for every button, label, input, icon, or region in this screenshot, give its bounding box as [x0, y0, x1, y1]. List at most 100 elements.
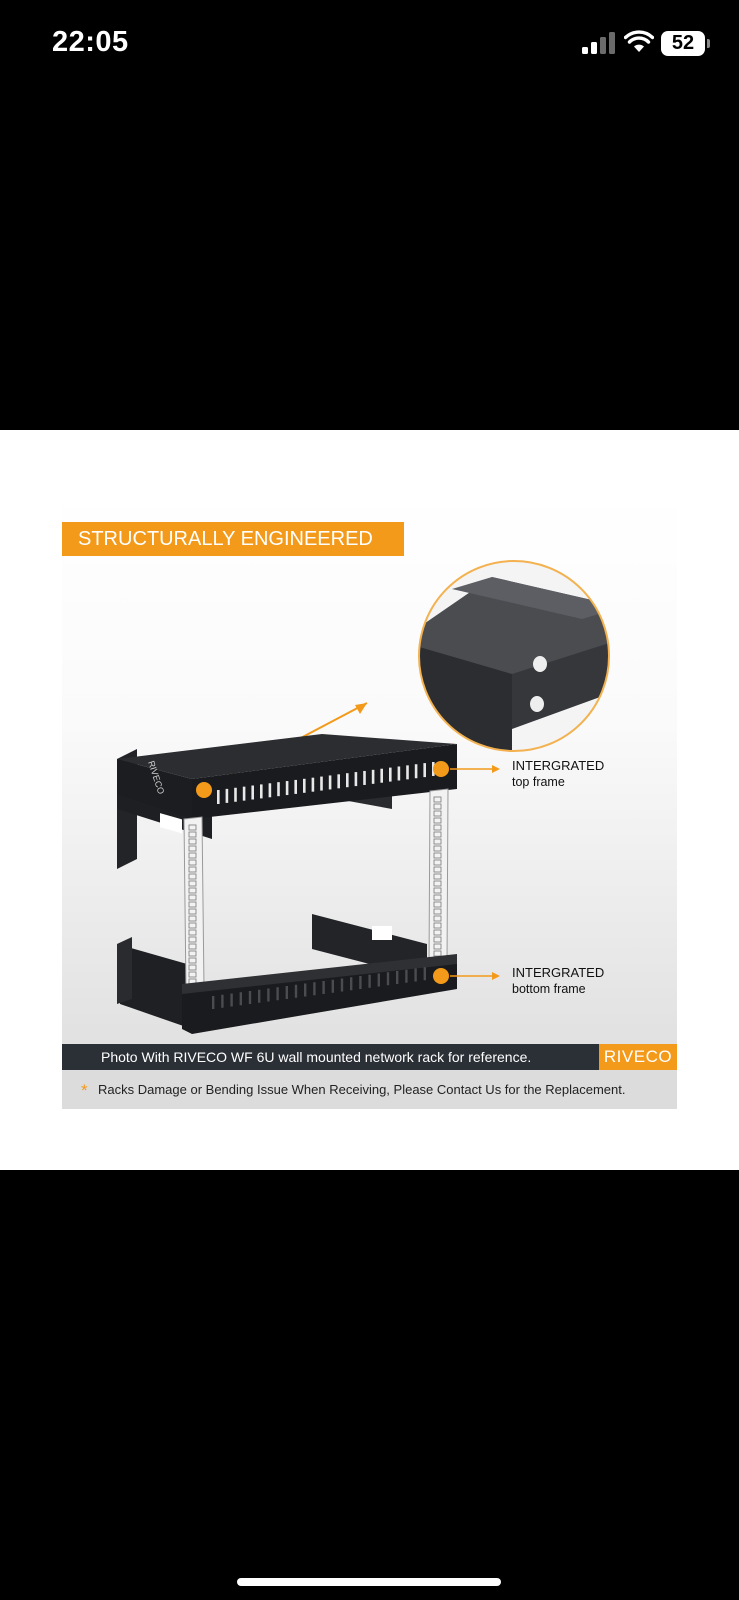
rail-hole	[433, 894, 442, 901]
rail-hole	[188, 845, 197, 852]
rail-hole	[188, 922, 197, 929]
vent-slot	[389, 767, 392, 782]
vent-slot	[267, 988, 270, 1002]
vent-slot	[217, 790, 220, 804]
vent-slot	[285, 781, 289, 796]
rail-hole	[188, 957, 197, 964]
wifi-icon	[624, 30, 654, 52]
notice-text: Racks Damage or Bending Issue When Recei…	[98, 1082, 626, 1097]
caption-bar: Photo With RIVECO WF 6U wall mounted net…	[62, 1044, 677, 1070]
vent-slot	[350, 977, 353, 991]
vent-slot	[380, 768, 383, 783]
caption-text: Photo With RIVECO WF 6U wall mounted net…	[101, 1049, 532, 1065]
rail-hole	[433, 838, 442, 845]
rail-hole	[188, 866, 197, 873]
product-image: RIVECO STRUCTURALLY ENGINEERED INTERGRAT…	[62, 489, 677, 1170]
rail-hole	[188, 887, 197, 894]
vent-slot	[268, 783, 272, 798]
rail-hole	[188, 901, 197, 908]
vent-slot	[251, 785, 254, 800]
rail-hole	[433, 901, 442, 908]
cellular-signal-icon	[582, 32, 615, 54]
vent-slot	[234, 787, 237, 802]
vent-slot	[230, 993, 233, 1007]
rail-hole	[433, 908, 442, 915]
rail-hole	[433, 915, 442, 922]
rail-hole	[188, 824, 197, 831]
vent-slot	[294, 984, 298, 998]
vent-slot	[303, 778, 306, 793]
vent-slot	[396, 971, 399, 984]
vent-slot	[239, 992, 242, 1006]
rail-hole	[188, 971, 197, 978]
rail-hole	[433, 922, 442, 929]
rail-hole	[188, 950, 197, 957]
vent-slot	[225, 788, 229, 803]
battery-icon	[707, 39, 710, 48]
rail-hole	[188, 873, 197, 880]
status-time: 22:05	[52, 26, 129, 58]
callout-subtitle: bottom frame	[512, 982, 586, 996]
vent-slot	[328, 775, 332, 790]
rail-hole	[188, 929, 197, 936]
vent-slot	[397, 766, 401, 781]
rail-hole	[188, 894, 197, 901]
vent-slot	[406, 765, 409, 780]
rail-hole	[433, 936, 442, 943]
rack-illustration: RIVECO	[117, 560, 610, 1034]
headline-banner: STRUCTURALLY ENGINEERED	[62, 522, 404, 556]
notice-bar: * Racks Damage or Bending Issue When Rec…	[62, 1070, 677, 1109]
vent-slot	[276, 987, 279, 1001]
rail-hole	[433, 810, 442, 817]
rail-hole	[188, 908, 197, 915]
rail-hole	[433, 950, 442, 957]
vent-slot	[405, 969, 408, 983]
bottom-frame-vents	[212, 967, 426, 1009]
callout-title: INTERGRATED	[512, 965, 605, 980]
vent-slot	[313, 982, 316, 996]
rail-holes	[188, 796, 442, 992]
vent-slot	[423, 967, 426, 981]
callout-subtitle: top frame	[512, 775, 565, 789]
callout-bottom-frame: INTERGRATED bottom frame	[512, 965, 604, 997]
battery-level: 52	[661, 31, 705, 56]
rail-hole	[188, 943, 197, 950]
asterisk-icon: *	[81, 1081, 88, 1100]
rail-hole	[433, 887, 442, 894]
rail-hole	[433, 817, 442, 824]
rail-hole	[188, 936, 197, 943]
vent-slot	[371, 769, 375, 784]
vent-slot	[294, 779, 297, 794]
vent-slot	[377, 973, 380, 987]
vent-slot	[277, 782, 280, 797]
home-indicator[interactable]	[237, 1578, 501, 1586]
vent-slot	[337, 774, 340, 789]
callout-title: INTERGRATED	[512, 758, 605, 773]
rail-hole	[433, 943, 442, 950]
rail-hole	[433, 880, 442, 887]
vent-slot	[340, 978, 344, 992]
vent-slot	[322, 981, 325, 994]
rail-hole	[433, 831, 442, 838]
vent-slot	[346, 773, 349, 788]
vent-slot	[285, 986, 288, 999]
vent-slot	[242, 786, 246, 801]
vent-slot	[386, 972, 390, 986]
vent-slot	[248, 991, 252, 1004]
image-viewer[interactable]: RIVECO STRUCTURALLY ENGINEERED INTERGRAT…	[0, 430, 739, 1170]
rail-hole	[433, 824, 442, 831]
rail-hole	[188, 880, 197, 887]
vent-slot	[331, 979, 334, 993]
rail-hole	[188, 964, 197, 971]
vent-slot	[414, 968, 417, 982]
status-bar: 22:05 52	[0, 0, 739, 90]
rail-hole	[188, 831, 197, 838]
brand-logo: RIVECO	[599, 1044, 677, 1070]
vent-slot	[414, 764, 418, 779]
vent-slot	[423, 763, 426, 778]
rail-hole	[433, 929, 442, 936]
zoom-detail-circle	[418, 560, 610, 752]
rail-hole	[433, 803, 442, 810]
rail-hole	[433, 852, 442, 859]
vent-slot	[221, 994, 224, 1008]
